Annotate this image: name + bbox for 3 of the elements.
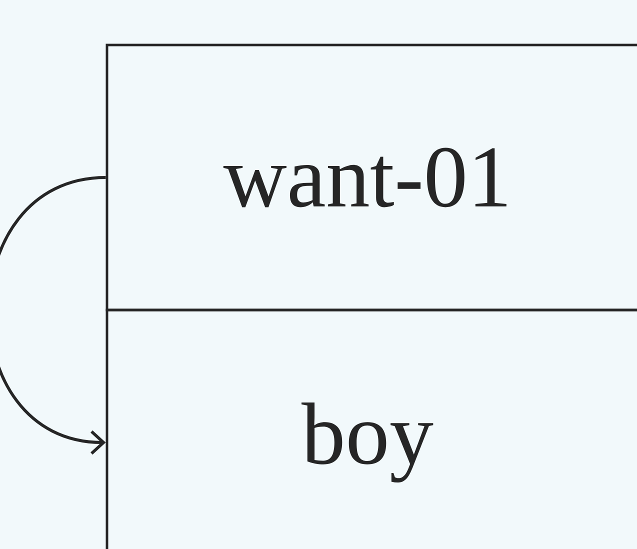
text-box: boy xyxy=(106,308,637,549)
arrow xyxy=(0,176,106,455)
text-box: want-01 xyxy=(106,44,637,312)
